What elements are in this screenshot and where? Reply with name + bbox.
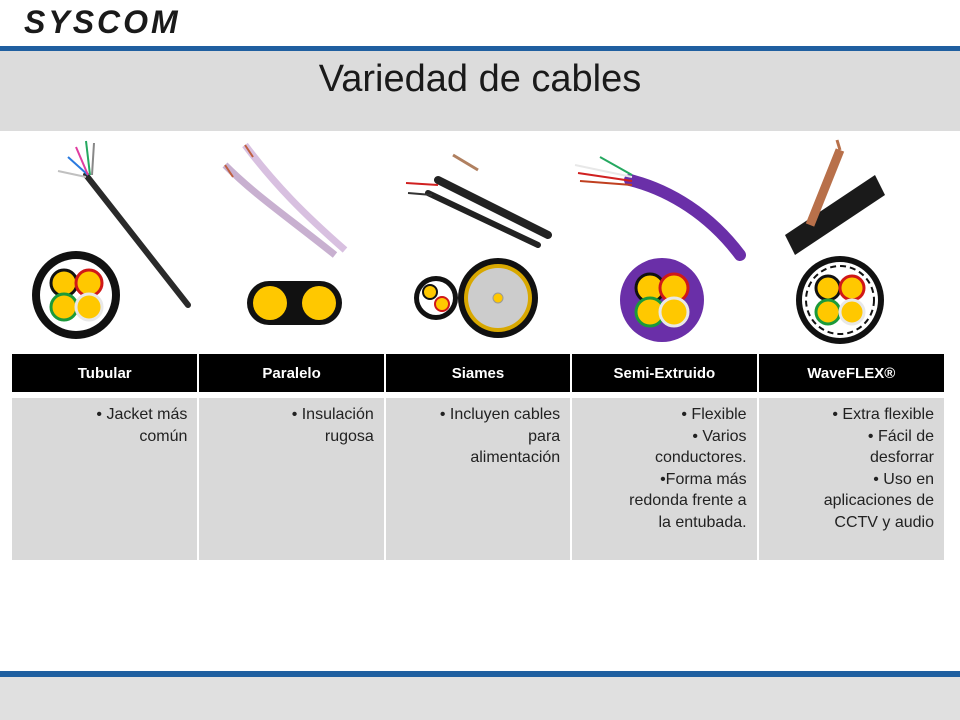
cell-line: aplicaciones de xyxy=(823,492,934,509)
svg-text:SYSCOM: SYSCOM xyxy=(24,6,181,38)
cell-line: redonda frente a xyxy=(629,492,747,509)
waveflex-cable-illustration xyxy=(765,135,945,350)
cell-paralelo: • Insulación rugosa xyxy=(198,398,386,560)
siames-cable-illustration xyxy=(398,135,563,350)
tubular-cable-illustration xyxy=(28,135,198,350)
cell-line: • Extra flexible xyxy=(832,406,934,423)
top-accent-bar xyxy=(0,46,960,51)
cell-tubular: • Jacket más común xyxy=(12,398,200,560)
header-semi-extruido: Semi-Extruido xyxy=(571,354,759,392)
cable-types-table: Tubular Paralelo Siames Semi-Extruido Wa… xyxy=(12,354,944,560)
cell-line: para xyxy=(528,427,561,445)
cell-line: • Uso en xyxy=(873,470,934,488)
footer-band xyxy=(0,677,960,720)
cell-line: •Forma más xyxy=(660,470,747,488)
header-siames: Siames xyxy=(384,354,573,392)
cell-line: común xyxy=(139,427,188,445)
header-waveflex: WaveFLEX® xyxy=(757,354,944,392)
bottom-accent-bar xyxy=(0,671,960,677)
header-tubular: Tubular xyxy=(12,354,200,392)
cell-siames: • Incluyen cables para alimentación xyxy=(384,398,573,560)
cell-waveflex: • Extra flexible • Fácil de desforrar • … xyxy=(757,398,944,560)
cell-line: desforrar xyxy=(869,449,934,466)
title-band xyxy=(0,51,960,131)
cell-line: conductores. xyxy=(654,449,747,466)
header-paralelo: Paralelo xyxy=(198,354,386,392)
table-header-row: Tubular Paralelo Siames Semi-Extruido Wa… xyxy=(12,354,944,392)
cell-line: • Varios xyxy=(692,427,747,445)
cell-line: • Incluyen cables xyxy=(439,406,561,423)
cell-line: la entubada. xyxy=(658,513,747,531)
cell-line: CCTV y audio xyxy=(834,513,934,531)
page-title: Variedad de cables xyxy=(318,58,642,100)
cell-line: • Fácil de xyxy=(867,427,934,445)
semi-extruido-cable-illustration xyxy=(570,135,750,350)
paralelo-cable-illustration xyxy=(215,135,380,350)
cell-line: alimentación xyxy=(470,449,561,466)
cell-line: • Insulación xyxy=(291,406,374,423)
table-row: • Jacket más común • Insulación rugosa •… xyxy=(12,398,944,560)
cell-semi-extruido: • Flexible • Varios conductores. •Forma … xyxy=(571,398,759,560)
syscom-logo: SYSCOM xyxy=(24,6,181,38)
cell-line: rugosa xyxy=(324,427,374,445)
cell-line: • Jacket más xyxy=(96,406,188,423)
cell-line: • Flexible xyxy=(681,406,747,423)
